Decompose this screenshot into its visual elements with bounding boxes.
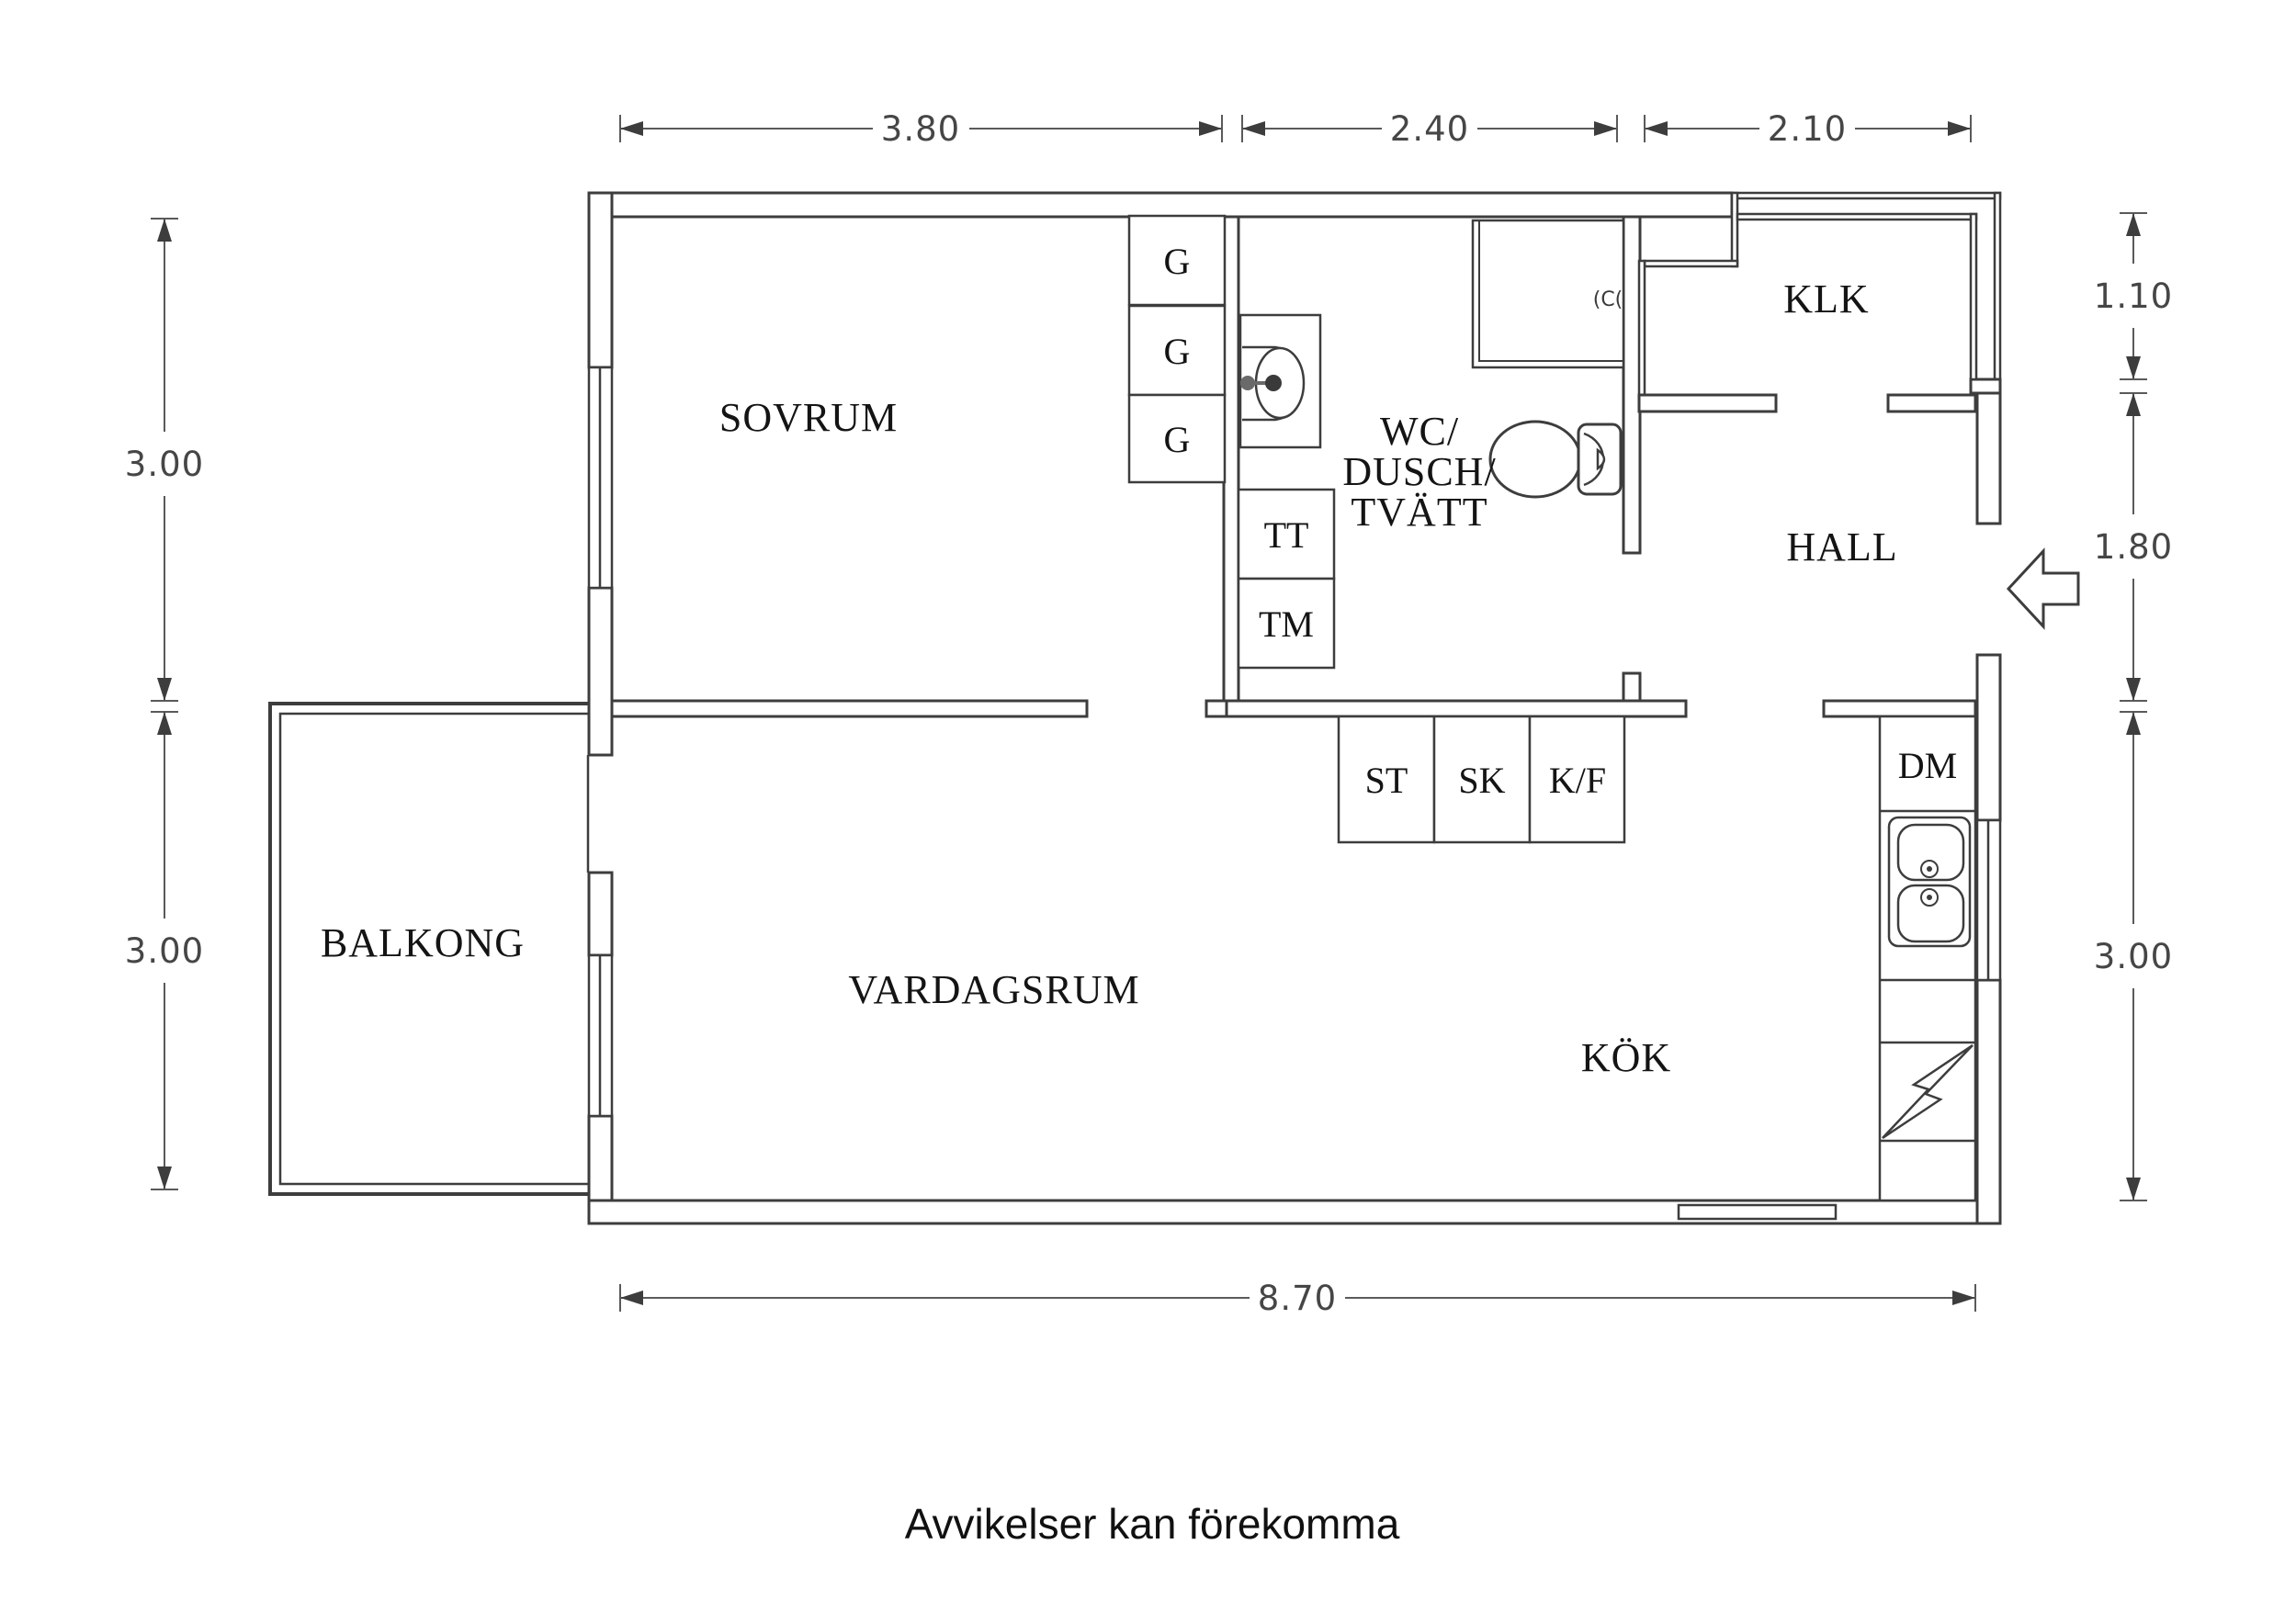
fridge-freezer-label: K/F bbox=[1549, 760, 1606, 801]
washing-machine-label: TM bbox=[1259, 603, 1314, 645]
wall-bathroom-left bbox=[1222, 215, 1240, 703]
wall-klk-bottom-left bbox=[1637, 393, 1778, 413]
wall-klk-bottom-right bbox=[1886, 393, 1977, 413]
svg-text:2.10: 2.10 bbox=[1768, 109, 1847, 149]
room-label-balkong: BALKONG bbox=[321, 920, 525, 965]
dimension-right-3: 3.00 bbox=[2094, 711, 2173, 1201]
wall-top bbox=[587, 191, 1734, 219]
svg-text:3.80: 3.80 bbox=[881, 109, 960, 149]
wall-kitchen-right-seg bbox=[1822, 699, 1977, 718]
room-label-hall: HALL bbox=[1786, 524, 1897, 569]
wall-kitchen-left-seg bbox=[1225, 699, 1688, 718]
laundry-boxes bbox=[1237, 488, 1336, 670]
wardrobe-label-1: G bbox=[1164, 241, 1191, 282]
wall-left-mid bbox=[587, 586, 614, 757]
dishwasher-label: DM bbox=[1898, 745, 1957, 786]
dimension-top-2: 2.40 bbox=[1241, 109, 1618, 149]
dimension-left-2: 3.00 bbox=[125, 711, 204, 1190]
washing-machine-box bbox=[1237, 577, 1336, 670]
wall-klk-right bbox=[1969, 212, 1978, 381]
livingroom-window-icon bbox=[587, 953, 614, 1118]
wardrobe-label-3: G bbox=[1164, 419, 1191, 460]
svg-text:8.70: 8.70 bbox=[1258, 1279, 1337, 1318]
towel-dryer-label: TT bbox=[1264, 514, 1309, 556]
svg-text:3.00: 3.00 bbox=[125, 445, 204, 484]
windows bbox=[586, 366, 2002, 1221]
dimension-left-1: 3.00 bbox=[125, 218, 204, 702]
wall-top-right-thin bbox=[1730, 191, 2002, 200]
wall-right-mid bbox=[1975, 653, 2002, 822]
room-label-kok: KÖK bbox=[1581, 1035, 1671, 1080]
dimension-right-2: 1.80 bbox=[2094, 392, 2173, 702]
room-label-klk: KLK bbox=[1783, 276, 1869, 321]
room-label-wc: WC/ bbox=[1380, 409, 1459, 454]
stove-lightning-icon bbox=[1882, 1043, 1974, 1140]
dimension-top-3: 2.10 bbox=[1644, 109, 1972, 149]
svg-text:1.80: 1.80 bbox=[2094, 527, 2173, 567]
wall-bathroom-hall-tab bbox=[1622, 671, 1642, 703]
wardrobes bbox=[1127, 214, 1227, 484]
svg-text:3.00: 3.00 bbox=[2094, 937, 2173, 976]
wardrobe-box-2 bbox=[1127, 304, 1227, 397]
wall-left-upper bbox=[587, 191, 614, 369]
wall-right-jog bbox=[1969, 378, 2002, 395]
dimension-bottom: 8.70 bbox=[619, 1279, 1976, 1318]
room-label-vardagsrum: VARDAGSRUM bbox=[848, 967, 1139, 1012]
wall-klk-step-h bbox=[1643, 259, 1739, 268]
dimension-top-1: 3.80 bbox=[619, 109, 1223, 149]
room-label-sovrum: SOVRUM bbox=[719, 395, 898, 440]
bathroom-sink-icon bbox=[1238, 313, 1322, 449]
cabinet-box bbox=[1432, 715, 1532, 844]
kitchen-counter-column bbox=[1878, 715, 1977, 1202]
wardrobe-box-1 bbox=[1127, 214, 1227, 307]
bottom-window-icon bbox=[1677, 1203, 1838, 1221]
fridge-freezer-box bbox=[1528, 715, 1626, 844]
wall-sovrum-vardagsrum bbox=[610, 699, 1089, 718]
towel-dryer-box bbox=[1237, 488, 1336, 580]
bedroom-window-icon bbox=[587, 366, 614, 590]
disclaimer-text: Avvikelser kan förekomma bbox=[905, 1500, 1400, 1548]
interior-walls bbox=[610, 191, 1978, 718]
wall-right-entry-upper bbox=[1975, 391, 2002, 525]
wall-sovrum-vardagsrum-2 bbox=[1205, 699, 1228, 718]
svg-text:3.00: 3.00 bbox=[125, 931, 204, 971]
wall-right-top bbox=[1993, 191, 2002, 381]
balcony-railing bbox=[268, 702, 589, 1196]
wall-klk-top bbox=[1736, 212, 1978, 221]
entry-arrow-icon bbox=[2006, 547, 2080, 630]
dimension-right-1: 1.10 bbox=[2094, 212, 2173, 380]
wall-klk-step-v bbox=[1730, 191, 1739, 268]
wall-bathroom-hall bbox=[1622, 215, 1642, 555]
room-label-tvatt: TVÄTT bbox=[1351, 490, 1487, 535]
kitchen-side-window-icon bbox=[1975, 818, 2002, 982]
kitchen-sink-icon bbox=[1887, 816, 1972, 948]
svg-text:1.10: 1.10 bbox=[2094, 276, 2173, 316]
shower-icon bbox=[1471, 219, 1625, 369]
shower-drain-mark: (C( bbox=[1593, 288, 1623, 311]
kitchen-appliance-row bbox=[1337, 715, 1626, 844]
stove-label: ST bbox=[1365, 760, 1408, 801]
wall-left-lower1 bbox=[587, 871, 614, 957]
toilet-icon bbox=[1488, 420, 1623, 499]
wall-klk-left bbox=[1637, 259, 1646, 397]
wardrobe-label-2: G bbox=[1164, 331, 1191, 372]
svg-text:2.40: 2.40 bbox=[1390, 109, 1469, 149]
cabinet-label: SK bbox=[1458, 760, 1505, 801]
wall-right-lower bbox=[1975, 978, 2002, 1225]
room-label-dusch: DUSCH/ bbox=[1342, 449, 1496, 494]
wardrobe-box-3 bbox=[1127, 393, 1227, 484]
